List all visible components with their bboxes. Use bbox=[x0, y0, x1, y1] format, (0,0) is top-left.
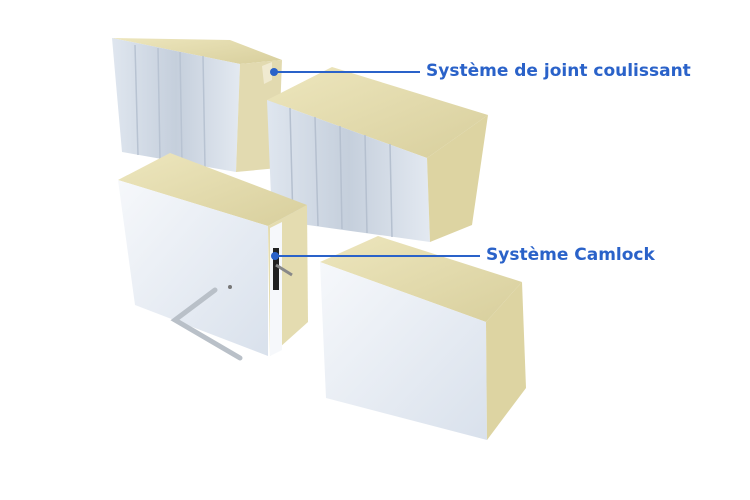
panel-back-right bbox=[267, 67, 488, 242]
callout-label-camlock: Système Camlock bbox=[486, 245, 655, 265]
panel-front-right bbox=[320, 236, 526, 440]
callout-label-joint-coulissant: Système de joint coulissant bbox=[426, 61, 691, 81]
callout-line-camlock bbox=[271, 252, 480, 260]
camlock-slot bbox=[273, 248, 279, 290]
panel-back-left bbox=[112, 38, 282, 172]
camlock-key bbox=[170, 287, 243, 361]
callout-line-joint bbox=[270, 68, 420, 76]
panel-front-left bbox=[118, 153, 308, 361]
